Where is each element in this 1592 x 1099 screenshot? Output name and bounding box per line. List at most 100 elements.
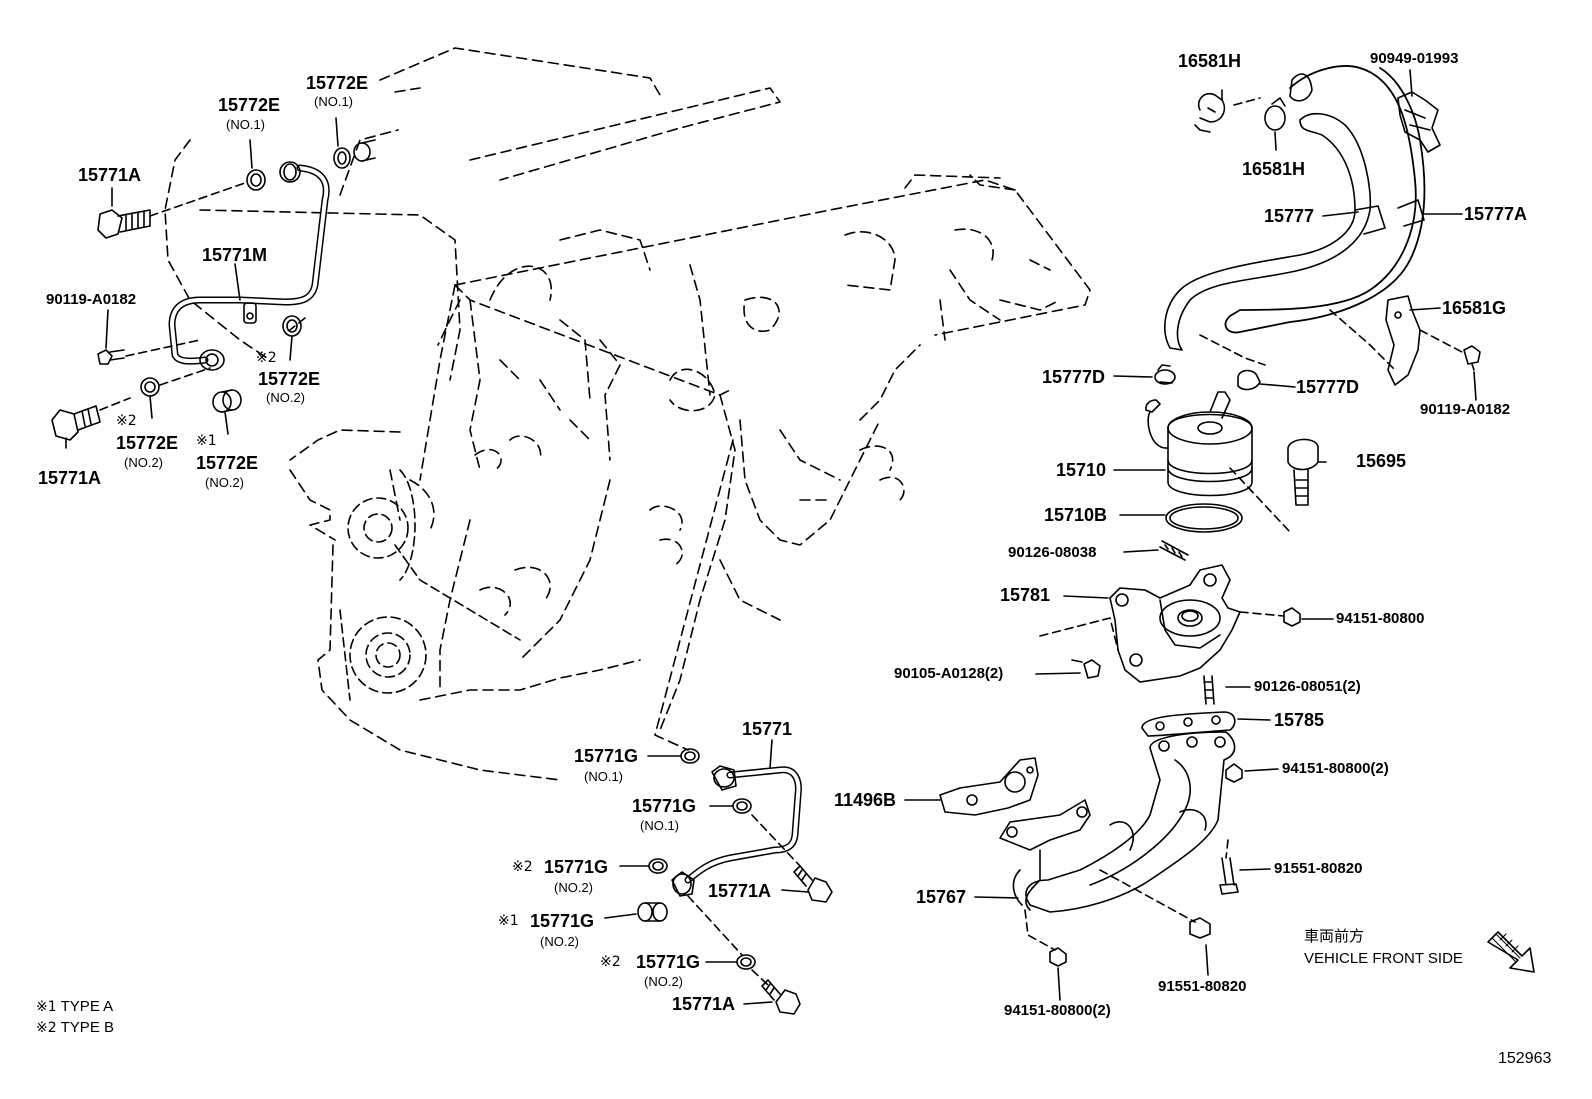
label-90119-left[interactable]: 90119-A0182 xyxy=(46,291,137,308)
label-15777[interactable]: 15777 xyxy=(1264,206,1315,226)
label-15772E-mid-no: (NO.2) xyxy=(266,390,305,405)
label-90949[interactable]: 90949-01993 xyxy=(1370,50,1459,67)
label-15771G-5-no: (NO.2) xyxy=(644,974,683,989)
label-15777A[interactable]: 15777A xyxy=(1464,204,1528,224)
assembly-leaders xyxy=(437,299,734,751)
label-16581H-b[interactable]: 16581H xyxy=(1242,159,1306,179)
gasket-15771G-1 xyxy=(680,748,700,764)
label-15772E-b1-no: (NO.2) xyxy=(124,455,163,470)
gasket-15771G-2 xyxy=(732,798,752,814)
gasket-15771G-3 xyxy=(648,858,668,874)
label-15785[interactable]: 15785 xyxy=(1274,710,1325,730)
label-15771A-r2[interactable]: 15771A xyxy=(672,994,736,1014)
label-15771G-5[interactable]: 15771G xyxy=(636,952,701,972)
clamp-15777D-a xyxy=(1154,364,1176,385)
label-16581H-a[interactable]: 16581H xyxy=(1178,51,1242,71)
label-15771G-3-mark: ※2 xyxy=(512,859,533,875)
label-15695[interactable]: 15695 xyxy=(1356,451,1407,471)
gasket-15772E-no2-mid xyxy=(282,315,302,337)
label-15772E-left-no: (NO.1) xyxy=(226,117,265,132)
gasket-15785 xyxy=(1141,711,1236,737)
nut-94151-80800-c xyxy=(1049,947,1067,967)
label-90126-08038[interactable]: 90126-08038 xyxy=(1008,544,1097,561)
label-15771G-5-mark: ※2 xyxy=(600,954,621,970)
label-15772E-b2-mark: ※1 xyxy=(196,433,217,449)
front-seal xyxy=(339,609,427,701)
label-94151-80800-c[interactable]: 94151-80800(2) xyxy=(1004,1002,1111,1019)
label-15772E-top[interactable]: 15772E xyxy=(306,73,369,93)
label-90126-08051[interactable]: 90126-08051(2) xyxy=(1254,678,1361,695)
gasket-15772E-no2-b1 xyxy=(140,377,160,397)
bracket-15781 xyxy=(1109,564,1241,683)
bolt-91551-a xyxy=(1219,857,1239,895)
label-15771G-4[interactable]: 15771G xyxy=(530,911,595,931)
label-15771A-left[interactable]: 15771A xyxy=(38,468,102,488)
label-15710B[interactable]: 15710B xyxy=(1044,505,1108,525)
bracket-16581G xyxy=(1385,295,1421,386)
oil-pipe-15771 xyxy=(671,765,802,897)
bolt-15771A-r1 xyxy=(793,865,833,903)
hose-15777 xyxy=(1164,112,1386,351)
label-91551-80820-b[interactable]: 91551-80820 xyxy=(1158,978,1247,995)
label-15771G-1[interactable]: 15771G xyxy=(574,746,639,766)
label-94151-80800-b[interactable]: 94151-80800(2) xyxy=(1282,760,1389,777)
bolt-90105 xyxy=(1071,659,1101,679)
gasket-15710B xyxy=(1165,503,1243,533)
bolt-15771A-top xyxy=(97,209,151,239)
oil-pipe-15771M xyxy=(168,161,330,371)
lower-leaders xyxy=(604,739,809,1005)
bolt-90119-right xyxy=(1463,345,1481,371)
label-90105[interactable]: 90105-A0128(2) xyxy=(894,665,1004,682)
label-15772E-b1[interactable]: 15772E xyxy=(116,433,179,453)
fitting-15771G-4 xyxy=(637,902,668,922)
label-91551-80820-a[interactable]: 91551-80820 xyxy=(1274,860,1363,877)
legend-type-a-text: TYPE A xyxy=(60,998,114,1015)
label-15772E-mid[interactable]: 15772E xyxy=(258,369,321,389)
direction-jp: 車両前方 xyxy=(1304,928,1365,945)
oil-cooler-15710 xyxy=(1145,391,1253,497)
left-leaders[interactable] xyxy=(99,182,306,411)
fitting-15772E-no2-b2 xyxy=(212,389,242,413)
bolt-15771A-left xyxy=(51,405,101,441)
label-15772E-mid-mark: ※2 xyxy=(256,350,277,366)
label-15771G-2[interactable]: 15771G xyxy=(632,796,697,816)
bolt-91551-b xyxy=(1189,917,1211,939)
pipe-15767 xyxy=(999,731,1236,913)
label-15767[interactable]: 15767 xyxy=(916,887,967,907)
label-15772E-b2-no: (NO.2) xyxy=(205,475,244,490)
clamp-16581H-a xyxy=(1194,92,1226,133)
label-15772E-top-no: (NO.1) xyxy=(314,94,353,109)
label-15777D-b[interactable]: 15777D xyxy=(1296,377,1360,397)
right-lower-leaders xyxy=(904,461,1334,1001)
label-90119-right[interactable]: 90119-A0182 xyxy=(1420,401,1511,418)
label-15777D-a[interactable]: 15777D xyxy=(1042,367,1106,387)
crank-pulley xyxy=(347,469,521,641)
label-16581G[interactable]: 16581G xyxy=(1442,298,1507,318)
label-94151-80800-a[interactable]: 94151-80800 xyxy=(1336,610,1425,627)
gasket-15771G-5 xyxy=(736,954,756,970)
label-15772E-b1-mark: ※2 xyxy=(116,413,137,429)
label-15781[interactable]: 15781 xyxy=(1000,585,1051,605)
label-15771G-4-no: (NO.2) xyxy=(540,934,579,949)
label-15771A-r1[interactable]: 15771A xyxy=(708,881,772,901)
bolt-90119-left xyxy=(97,349,125,365)
label-15771G-2-no: (NO.1) xyxy=(640,818,679,833)
label-15771M[interactable]: 15771M xyxy=(202,245,268,265)
label-15710[interactable]: 15710 xyxy=(1056,460,1107,480)
label-15771G-3-no: (NO.2) xyxy=(554,880,593,895)
bolt-15771A-r2 xyxy=(761,979,801,1015)
legend-type-a-mark: ※1 xyxy=(36,999,57,1015)
label-15771[interactable]: 15771 xyxy=(742,719,793,739)
diagram-id: 152963 xyxy=(1498,1050,1552,1067)
label-11496B[interactable]: 11496B xyxy=(834,790,897,810)
clamp-16581H-b xyxy=(1264,97,1286,131)
direction-en: VEHICLE FRONT SIDE xyxy=(1304,950,1463,967)
label-15771G-4-mark: ※1 xyxy=(498,913,519,929)
clip-90949 xyxy=(1397,91,1441,153)
label-15772E-left[interactable]: 15772E xyxy=(218,95,281,115)
label-15771G-3[interactable]: 15771G xyxy=(544,857,609,877)
label-15771A-top[interactable]: 15771A xyxy=(78,165,142,185)
label-15772E-b2[interactable]: 15772E xyxy=(196,453,259,473)
